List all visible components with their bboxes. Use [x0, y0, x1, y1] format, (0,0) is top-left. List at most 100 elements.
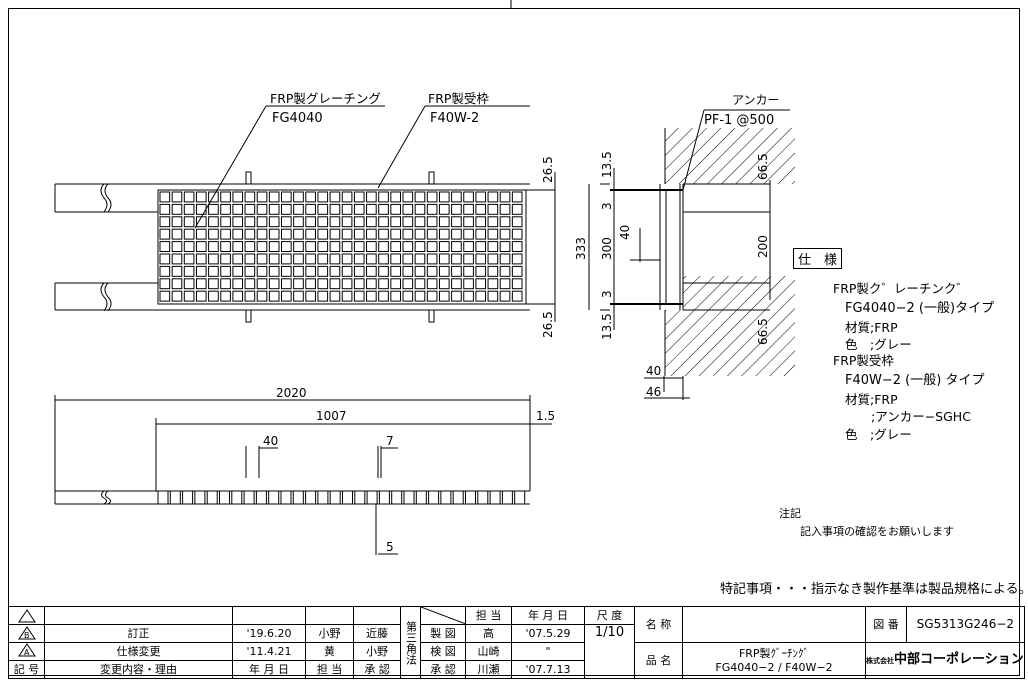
- grating-cell: [353, 228, 365, 240]
- grating-cell: [208, 191, 219, 203]
- grating-cell: [232, 191, 244, 203]
- grating-cell: [159, 253, 171, 265]
- grating-cell: [305, 241, 316, 253]
- grating-cell: [341, 265, 353, 277]
- grating-cell: [426, 203, 438, 215]
- grating-cell: [451, 241, 462, 253]
- grating-cell: [232, 265, 244, 277]
- grating-cell: [329, 290, 341, 302]
- side-bar-cell: [305, 490, 317, 505]
- grating-cell: [220, 191, 231, 203]
- product-line-2: FG4040−2 / F40W−2: [715, 660, 833, 674]
- grating-cell: [281, 203, 292, 215]
- grating-cell: [268, 216, 280, 228]
- side-bar-cell: [477, 490, 489, 505]
- grating-cell: [402, 203, 414, 215]
- company-name: 中部コーポレーション: [894, 652, 1024, 667]
- grating-cell: [499, 216, 511, 228]
- side-bar-cell: [329, 490, 341, 505]
- grating-cell: [171, 203, 183, 215]
- h-tantou2: 担 当: [465, 606, 512, 625]
- grating-cell: [195, 203, 207, 215]
- h-name: 名 称: [634, 606, 683, 643]
- grating-cell: [390, 216, 402, 228]
- rev-b-by: 小野: [305, 624, 354, 643]
- side-bar-cell: [194, 490, 206, 505]
- grating-cell: [378, 216, 389, 228]
- grating-cell: [378, 191, 389, 203]
- grating-cell: [195, 228, 207, 240]
- grating-cell: [159, 228, 171, 240]
- grating-cell: [329, 265, 341, 277]
- grating-cell: [305, 278, 316, 290]
- rev-a-date: '11.4.21: [232, 642, 306, 661]
- grating-cell: [171, 191, 183, 203]
- r-seizu: 製 図: [420, 624, 466, 643]
- dim-66-5-bottom: 66.5: [756, 318, 770, 345]
- grating-cell: [220, 253, 231, 265]
- grating-cell: [366, 265, 377, 277]
- grating-cell: [159, 265, 171, 277]
- anchor-name-label: アンカー: [732, 93, 780, 107]
- notes-body: 記入事項の確認をお願いします: [800, 525, 954, 538]
- h-scale: 尺 度: [584, 606, 635, 625]
- grating-cell: [463, 290, 474, 302]
- grating-cell: [268, 278, 280, 290]
- dim-2020: 2020: [276, 386, 307, 400]
- grating-cell: [281, 290, 292, 302]
- grating-cell: [426, 228, 438, 240]
- grating-cell: [317, 241, 329, 253]
- h-tantou: 担 当: [305, 660, 354, 679]
- grating-cell: [366, 228, 377, 240]
- grating-cell: [438, 265, 450, 277]
- grating-cell: [463, 228, 474, 240]
- spec-line-4: 色 ;グレー: [845, 337, 912, 352]
- h-product: 品 名: [634, 642, 683, 679]
- spec-title: 仕 様: [793, 248, 843, 269]
- rev-a-ok: 小野: [353, 642, 401, 661]
- side-bar-cell: [169, 490, 181, 505]
- grating-cell: [511, 228, 523, 240]
- spec-line-7: 材質;FRP: [845, 392, 898, 407]
- grating-cell: [244, 228, 256, 240]
- side-bar-cell: [489, 490, 501, 505]
- spec-line-2: FG4040−2 (一般)タイプ: [845, 301, 995, 316]
- grating-cell: [244, 265, 256, 277]
- grating-cell: [159, 191, 171, 203]
- side-bar-cell: [514, 490, 526, 505]
- grating-cell: [366, 203, 377, 215]
- grating-cell: [305, 265, 316, 277]
- grating-cell: [499, 290, 511, 302]
- dim-40-length: 40: [263, 434, 278, 448]
- grating-cell: [305, 191, 316, 203]
- r-seizu-date: '07.5.29: [511, 624, 585, 643]
- grating-cell: [353, 265, 365, 277]
- grating-cell: [487, 265, 499, 277]
- title-block: 第三角法 担 当 年 月 日 尺 度 名 称 図 番 SG5313G246−2 …: [8, 606, 1025, 679]
- grating-cell: [232, 253, 244, 265]
- grating-cell: [183, 253, 195, 265]
- grating-cell: [293, 191, 304, 203]
- grating-cell: [353, 253, 365, 265]
- side-bar-cell: [501, 490, 513, 505]
- grating-cell: [487, 278, 499, 290]
- grating-cell: [268, 228, 280, 240]
- frame-name-label: FRP製受枠: [428, 91, 489, 106]
- grating-cell: [463, 278, 474, 290]
- grating-cell: [402, 228, 414, 240]
- grating-cell: [402, 265, 414, 277]
- grating-cell: [487, 241, 499, 253]
- grating-cell: [220, 228, 231, 240]
- grating-cell: [353, 278, 365, 290]
- grating-cell: [390, 290, 402, 302]
- side-bar-cell: [317, 490, 329, 505]
- grating-cell: [390, 265, 402, 277]
- grating-name-label: FRP製グレーチング: [270, 91, 381, 106]
- grating-cell: [475, 203, 487, 215]
- grating-cell: [256, 241, 268, 253]
- spec-line-6: F40W−2 (一般) タイプ: [845, 373, 985, 388]
- grating-cell: [414, 278, 426, 290]
- side-bar-cell: [415, 490, 427, 505]
- grating-cell: [220, 216, 231, 228]
- grating-cell: [183, 228, 195, 240]
